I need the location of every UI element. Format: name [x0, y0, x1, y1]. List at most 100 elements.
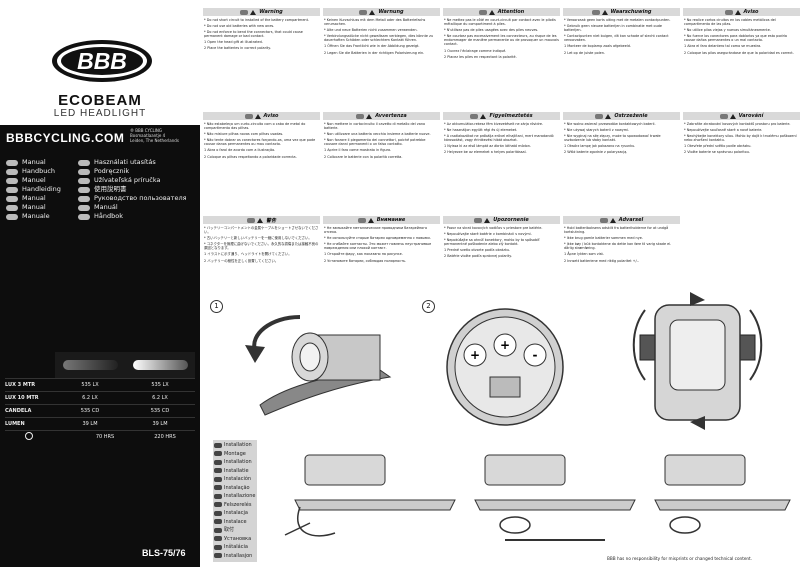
language-label: Használati utasítás — [94, 158, 156, 166]
warning-line: 1 イラストに示す通り、ヘッドライトを開けてください。 — [204, 252, 292, 257]
language-item: Руководство пользователя — [78, 194, 187, 203]
warning-line: 1 Otevřete přední světlo podle obrázku. — [684, 144, 752, 149]
warning-line: * Do not short circuit to installed of t… — [204, 18, 309, 22]
flag-icon — [78, 195, 90, 202]
warning-title: Warning — [259, 9, 283, 15]
warning-title: 警告 — [265, 217, 276, 224]
spec-row: CANDELA 535 CD 535 CD — [5, 404, 195, 417]
installation-label: 取付 — [224, 527, 235, 533]
flag-icon — [214, 459, 222, 465]
spec-value-high: 6.2 LX — [152, 395, 168, 401]
battery-plus-sign: + — [500, 338, 510, 352]
warning-line: * 古いバッテリーと新しいバッテリーを一緒に使用しないでください。 — [204, 236, 312, 241]
warning-header: 警告 — [203, 216, 320, 224]
warning-line: * Ikke brug gamle batterier sammen med n… — [564, 236, 643, 241]
warning-line: * Alte und neue Batterien nicht zusammen… — [324, 28, 418, 33]
warning-text: * Pozor na skrat kovových vodičov v prie… — [443, 224, 560, 263]
flag-icon — [478, 9, 487, 15]
warning-header: Aviso — [683, 8, 800, 16]
warning-line: * Não misture pilhas novas com pilhas us… — [204, 132, 284, 137]
flag-icon — [214, 442, 222, 448]
flag-icon — [591, 9, 600, 15]
high-beam-icon — [132, 360, 188, 370]
warning-line: * Не используйте старые батареи одноврем… — [324, 236, 431, 241]
warning-line: * Não estabeleça um curto-circuito com o… — [204, 122, 306, 131]
flag-icon — [6, 204, 18, 211]
warning-triangle-icon — [609, 217, 616, 223]
warning-header: Avvertenza — [323, 112, 440, 120]
installation-item: Установка — [214, 535, 255, 544]
flag-icon — [214, 544, 222, 550]
warning-text: * Hold batteriboksens adskilt fra batter… — [563, 224, 680, 267]
installation-item: Installazione — [214, 492, 255, 501]
flag-icon — [78, 177, 90, 184]
company-address: ® BBB CYCLING Bosmaatlaantje 4 Leiden, T… — [130, 128, 179, 143]
warning-line: * Neohýbejte konektory silou. Mohlo by d… — [684, 134, 797, 143]
flag-icon — [214, 510, 222, 516]
language-item: Manual — [6, 194, 61, 203]
warning-line: 2 Batérie vložte podľa správnej polarity… — [444, 254, 512, 259]
company-line: ® BBB CYCLING — [130, 128, 163, 133]
installation-label: Instalace — [224, 518, 247, 525]
warning-triangle-icon — [256, 217, 263, 223]
spec-value-low: 6.2 LX — [82, 395, 98, 401]
warning-title: Aviso — [263, 113, 279, 119]
manual-languages-left: Manual Handbuch Manuel Handleiding Manua… — [6, 158, 61, 221]
install-step-c — [654, 454, 791, 534]
warning-box: Aviso * Não estabeleça um curto-circuito … — [203, 112, 320, 207]
warning-line: * Non mettere in cortocircuito il cavett… — [324, 122, 426, 131]
warning-line: * Veroorzaak geen korts uiting met de me… — [564, 18, 671, 22]
warning-box: Внимание* Не замыкайте металлические про… — [323, 216, 440, 311]
spec-value-low: 535 CD — [80, 408, 100, 414]
flag-icon — [214, 527, 222, 533]
warning-box: Advarsel* Hold batteriboksens adskilt fr… — [563, 216, 680, 311]
website-link[interactable]: BBBCYCLING.COM — [6, 131, 125, 145]
spec-table: LUX 3 MTR 535 LX 535 LX LUX 10 MTR 6.2 L… — [5, 352, 195, 443]
flag-icon — [246, 217, 255, 223]
battery-plus-sign: + — [470, 348, 480, 362]
logo-text: BBB — [77, 48, 127, 74]
warning-line: * A csatlakozókat ne próbálja erővel elh… — [444, 134, 554, 143]
language-label: Manuel — [22, 176, 46, 184]
warning-box: 警告* バッテリーコンパートメントの金属ケーブルをショートさせないでください。*… — [203, 216, 320, 311]
warning-header: Aviso — [203, 112, 320, 120]
warning-line: 1 Otwórz lampę jak pokazano na rysunku. — [564, 144, 636, 149]
warning-line: * Pozor na skrat kovových vodičov v prie… — [444, 226, 543, 230]
warning-text: * Az akkumulátor-rekesz fém kivezetéseit… — [443, 120, 560, 159]
flag-icon — [214, 451, 222, 457]
warning-line: * Nepoužívajte staré batérie v kombináci… — [444, 232, 532, 237]
warning-text: * Veroorzaak geen korts uiting met de me… — [563, 16, 680, 59]
battery-compartment-illustration: + + - — [446, 308, 564, 426]
spec-label: LUX 3 MTR — [5, 382, 36, 388]
flag-icon — [78, 186, 90, 193]
warning-line: 2 バッテリーの極性を正しく設置してください。 — [204, 258, 279, 263]
warning-line: * Hold batteriboksens adskilt fra batter… — [564, 226, 669, 235]
warning-triangle-icon — [729, 113, 736, 119]
warning-line: 2 Collocare le batterie con la polarità … — [324, 154, 403, 159]
warning-line: * Nepokúšajte sa ohnúť konektory, mohlo … — [444, 238, 540, 247]
warning-box: Attention* Ne mettez pas le côté en cour… — [443, 8, 560, 103]
warning-triangle-icon — [484, 217, 491, 223]
warning-line: 2 Włóż baterie zgodnie z polaryzacją. — [564, 150, 628, 155]
warning-line: * Verbindungsstücke nicht gewaltsam verb… — [324, 34, 434, 43]
language-label: 使用說明書 — [94, 185, 127, 193]
install-step-b — [474, 454, 636, 541]
model-number: BLS-75/76 — [142, 548, 186, 558]
warning-line: 2 Placez les piles en respectant la pola… — [444, 54, 517, 59]
warning-line: * Ne courbez pas excessivement les conne… — [444, 34, 559, 47]
spec-label: LUX 10 MTR — [5, 395, 39, 401]
installation-item: Instalace — [214, 518, 255, 527]
warning-text: * No realice cortos ciruitos en los cabl… — [683, 16, 800, 59]
warning-box: Ostrzeżenie* Nie wolno zwierać przewodów… — [563, 112, 680, 207]
spec-row: 70 HRS 220 HRS — [5, 430, 195, 443]
flag-icon — [244, 113, 253, 119]
language-item: Manuál — [78, 203, 187, 212]
product-subtitle: LED HEADLIGHT — [53, 108, 147, 119]
warning-triangle-icon — [367, 217, 374, 223]
warning-header: Figyelmeztetés — [443, 112, 560, 120]
flag-icon — [214, 519, 222, 525]
language-label: Manuál — [94, 203, 118, 211]
brand-area: BBB ECOBEAM LED HEADLIGHT — [0, 0, 200, 125]
warning-text: * Zabraňte zkratování kovových kontaktů … — [683, 120, 800, 159]
installation-label: Instalación — [224, 476, 252, 482]
